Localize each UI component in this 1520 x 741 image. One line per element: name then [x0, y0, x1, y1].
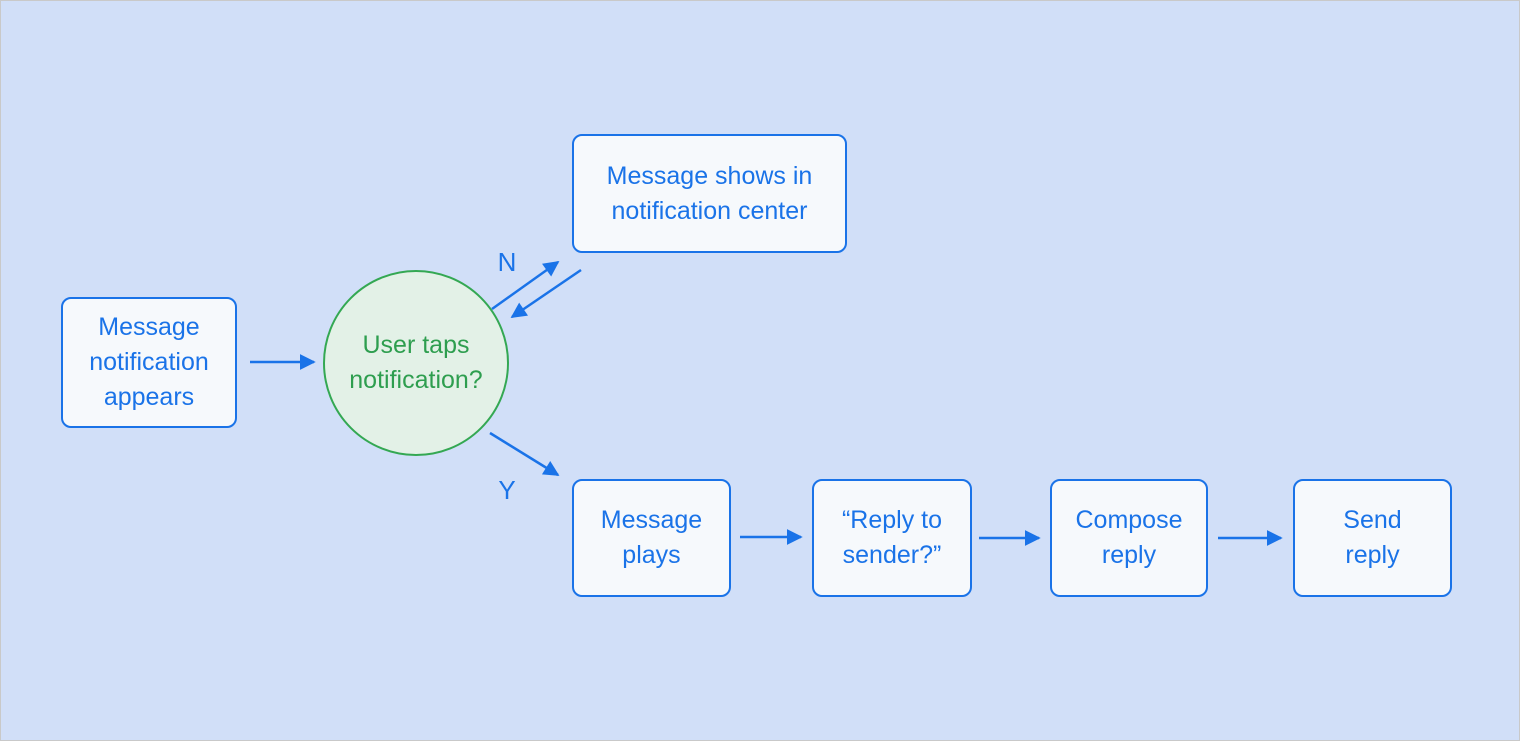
- connector-notification-center-to-decision: [510, 268, 582, 319]
- node-message-notification-appears: Message notification appears: [61, 297, 237, 428]
- node-compose-reply: Compose reply: [1050, 479, 1208, 597]
- node-reply-to-sender: “Reply to sender?”: [812, 479, 972, 597]
- node-send-reply: Send reply: [1293, 479, 1452, 597]
- node-message-plays: Message plays: [572, 479, 731, 597]
- edge-label-no: N: [497, 247, 517, 277]
- connector-decision-to-message-plays: [489, 431, 560, 477]
- node-user-taps-notification-decision: User taps notification?: [323, 270, 509, 456]
- node-message-shows-in-notification-center: Message shows in notification center: [572, 134, 847, 253]
- edge-label-yes: Y: [498, 475, 516, 505]
